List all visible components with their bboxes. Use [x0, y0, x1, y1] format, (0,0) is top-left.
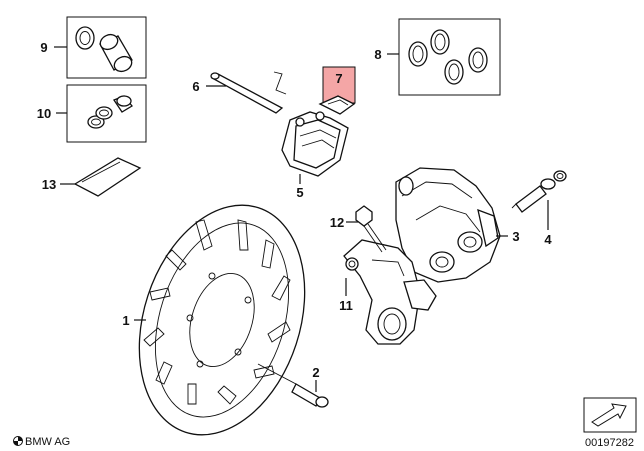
callout-5: 5	[296, 185, 303, 200]
footer-code: 00197282	[585, 437, 634, 449]
part-7-anti-rattle-spring[interactable]	[318, 95, 356, 115]
callout-13: 13	[42, 177, 56, 192]
callout-1: 1	[122, 313, 129, 328]
callout-11: 11	[339, 298, 353, 313]
callout-12: 12	[330, 215, 344, 230]
part-8-box[interactable]	[398, 18, 501, 96]
callout-3: 3	[512, 229, 519, 244]
part-2-disc-bolt[interactable]	[257, 363, 329, 408]
part-13-grease-packet[interactable]	[73, 157, 142, 197]
part-6-pin-and-clip[interactable]	[210, 71, 287, 114]
part-3-brake-caliper[interactable]	[395, 167, 501, 283]
arrow-icon	[583, 397, 637, 433]
callout-6: 6	[192, 79, 199, 94]
part-1-brake-disc[interactable]	[111, 184, 332, 451]
callout-10: 10	[37, 106, 51, 121]
bmw-logo-icon	[13, 436, 23, 446]
part-9-box[interactable]	[66, 16, 147, 79]
part-12-hex-bolt[interactable]	[355, 205, 387, 253]
callout-4: 4	[544, 232, 552, 247]
part-11-carrier-bracket[interactable]	[343, 239, 437, 345]
callout-8: 8	[374, 47, 381, 62]
part-4-bleeder-screw[interactable]	[511, 170, 567, 213]
part-10-box[interactable]	[66, 84, 147, 143]
part-5-brake-pads[interactable]	[281, 111, 349, 177]
callout-9: 9	[40, 40, 47, 55]
callout-2: 2	[312, 365, 319, 380]
footer-brand: BMW AG	[25, 436, 70, 448]
callout-7: 7	[335, 71, 342, 86]
